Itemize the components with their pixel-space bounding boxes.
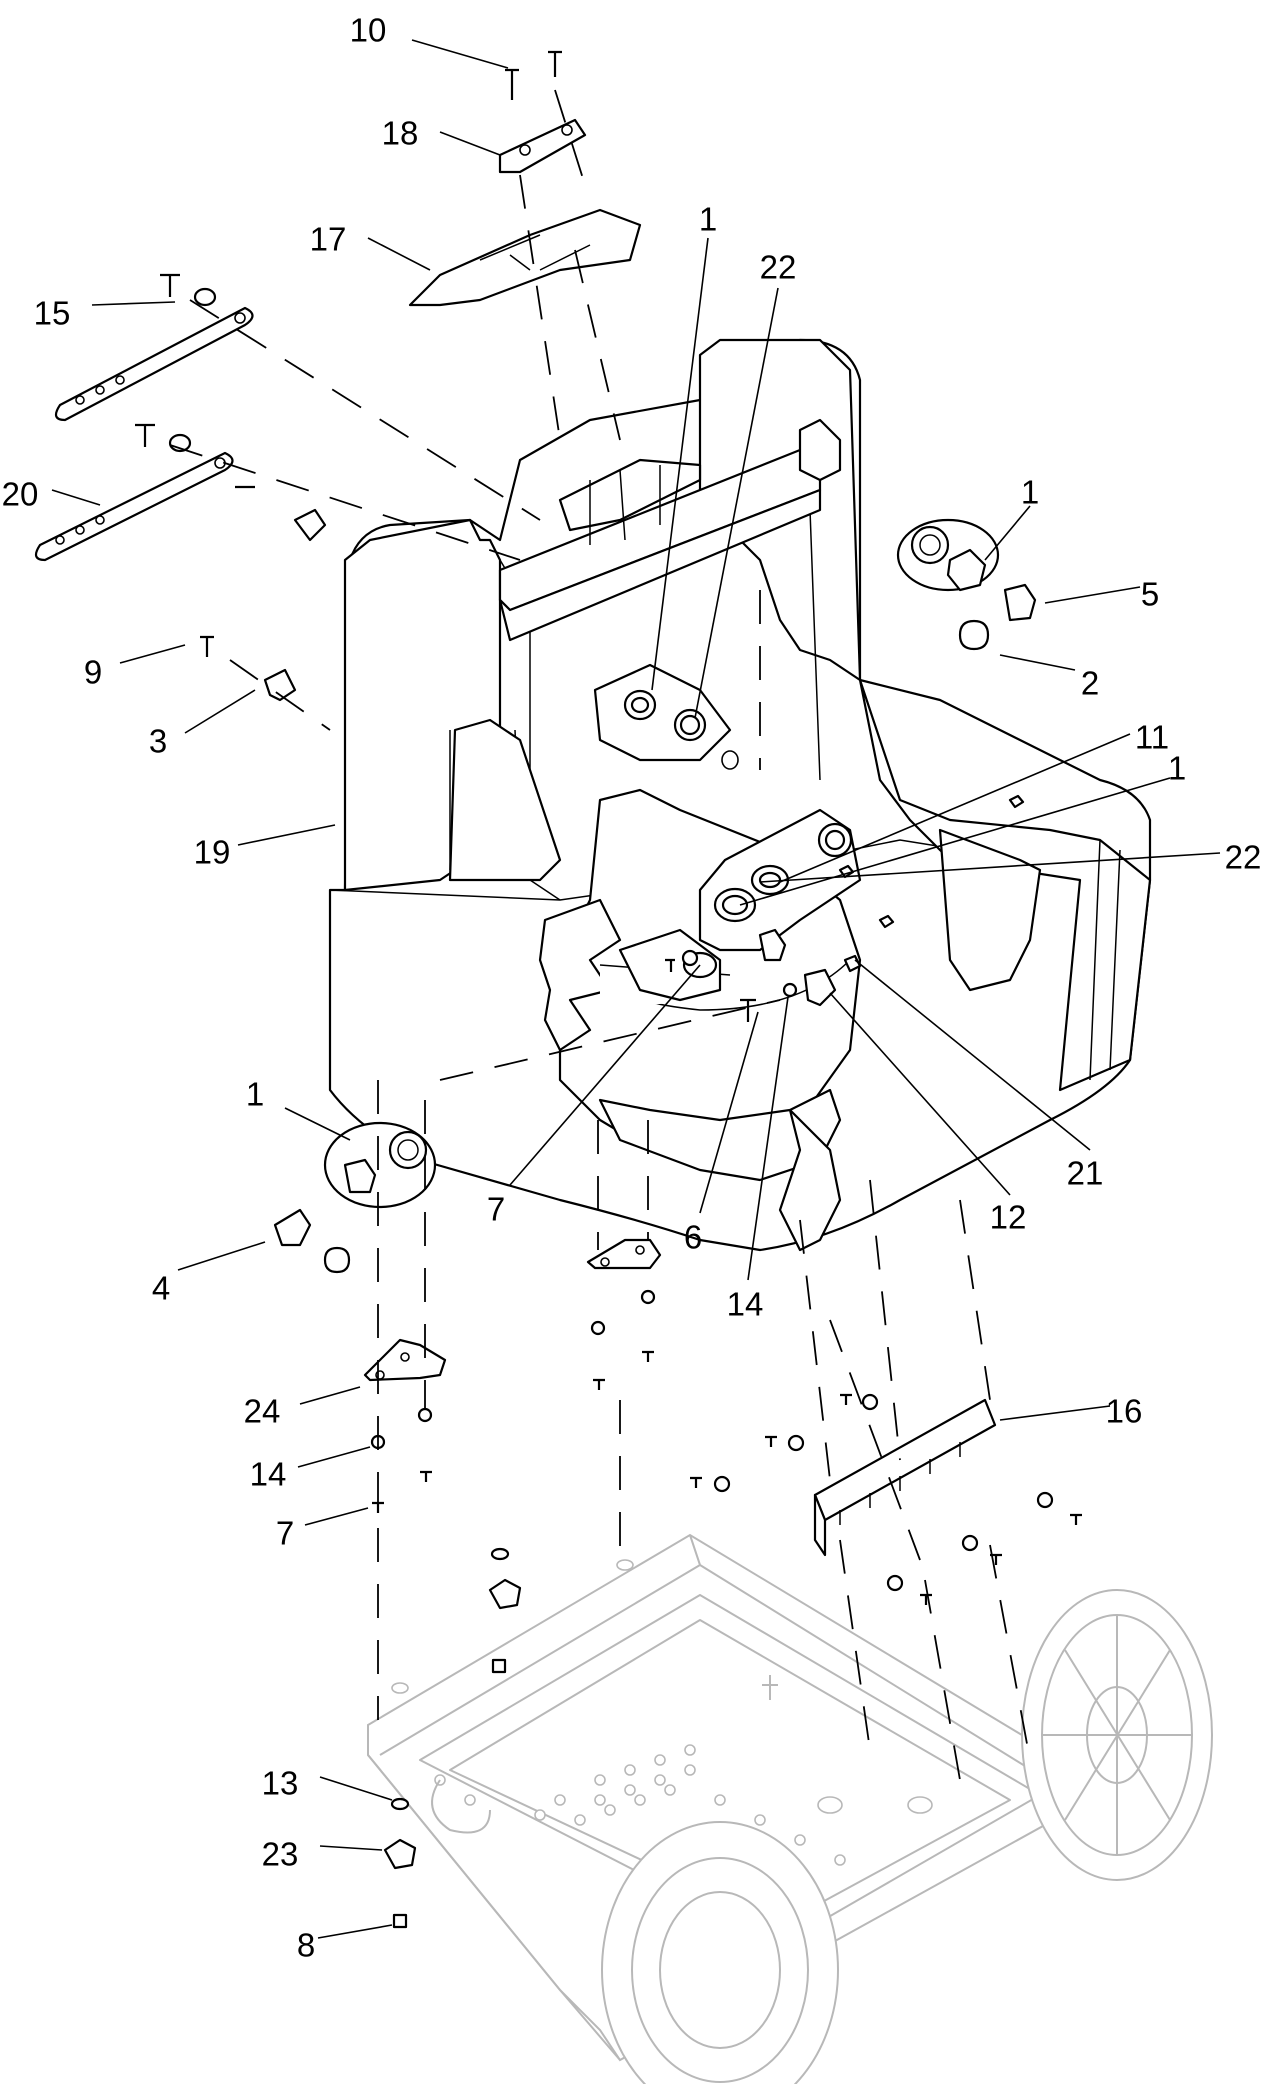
callout-22: 22 [1225, 839, 1262, 876]
callout-20: 20 [2, 476, 39, 513]
callout-11: 11 [1135, 719, 1169, 756]
top-bracket [498, 118, 587, 174]
callout-6: 6 [684, 1219, 702, 1256]
rear-wheel-left [431, 1779, 839, 2084]
screws-top [505, 50, 562, 100]
callout-24: 24 [244, 1393, 281, 1430]
callout-3: 3 [149, 723, 167, 760]
assembly-lines [169, 89, 1031, 1781]
callout-10: 10 [350, 12, 387, 49]
callout-1: 1 [1021, 474, 1039, 511]
callout-7: 7 [487, 1191, 505, 1228]
bracket-left [363, 1338, 447, 1513]
callout-7: 7 [276, 1515, 294, 1552]
callout-16: 16 [1106, 1393, 1143, 1430]
callout-1: 1 [246, 1076, 264, 1113]
callout-9: 9 [84, 654, 102, 691]
strap-lower [34, 423, 327, 562]
lower-hardware [383, 1547, 522, 1929]
callout-2: 2 [1081, 665, 1099, 702]
callout-21: 21 [1067, 1155, 1104, 1192]
frame-holes [391, 1559, 933, 1866]
callout-19: 19 [194, 834, 231, 871]
callout-17: 17 [310, 221, 347, 258]
callout-4: 4 [152, 1270, 170, 1307]
callout-23: 23 [262, 1836, 299, 1873]
right-bearing-assembly [896, 518, 1037, 651]
callout-1: 1 [1168, 750, 1186, 787]
rail-bracket [690, 1393, 1082, 1605]
callout-14: 14 [727, 1286, 764, 1323]
bracket-center [586, 1238, 662, 1390]
callout-1: 1 [699, 201, 717, 238]
rear-wheel-right [1021, 1589, 1213, 1881]
callout-15: 15 [34, 295, 71, 332]
callout-14: 14 [250, 1456, 287, 1493]
left-bearing-assembly [273, 1121, 437, 1274]
strap-upper [54, 273, 254, 422]
upper-mount-plate [593, 663, 739, 770]
center-hardware [665, 794, 1025, 1022]
callout-8: 8 [297, 1927, 315, 1964]
callout-12: 12 [990, 1199, 1027, 1236]
leader-lines [51, 39, 1221, 1939]
seat-back-rail [498, 418, 842, 642]
callout-13: 13 [262, 1765, 299, 1802]
clip-and-screw [200, 635, 297, 702]
callout-18: 18 [382, 115, 419, 152]
armrest-cover [408, 208, 642, 307]
callout-22: 22 [760, 249, 797, 286]
callout-5: 5 [1141, 576, 1159, 613]
